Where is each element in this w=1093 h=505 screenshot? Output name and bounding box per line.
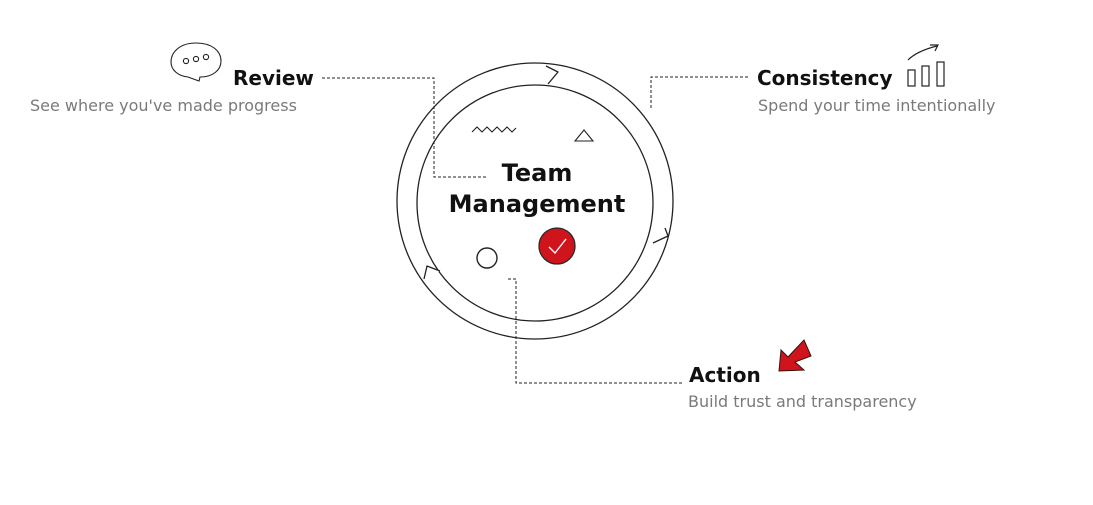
arrow-pointer-icon (778, 339, 812, 372)
center-title: Team Management (437, 158, 637, 220)
consistency-connector (650, 76, 748, 108)
inner-ring (416, 84, 654, 322)
center-title-line-1: Team (501, 159, 573, 187)
action-subtitle: Build trust and transparency (688, 392, 917, 411)
circle-icon (476, 247, 498, 269)
review-title: Review (233, 66, 314, 90)
speech-bubble-icon (170, 42, 222, 82)
action-title: Action (689, 363, 761, 387)
triangle-icon (573, 129, 595, 142)
review-connector (322, 77, 487, 178)
action-connector (508, 278, 682, 384)
cycle-arrow-right (652, 227, 669, 244)
zigzag-icon (471, 126, 517, 133)
consistency-subtitle: Spend your time intentionally (758, 96, 996, 115)
outer-ring (396, 62, 674, 340)
growth-bars-icon (907, 44, 945, 87)
consistency-title: Consistency (757, 66, 893, 90)
review-subtitle: See where you've made progress (30, 96, 297, 115)
cycle-arrow-top (545, 65, 559, 85)
cycle-arrow-left (423, 265, 441, 280)
center-title-line-2: Management (448, 190, 626, 218)
check-badge-icon (538, 227, 576, 265)
